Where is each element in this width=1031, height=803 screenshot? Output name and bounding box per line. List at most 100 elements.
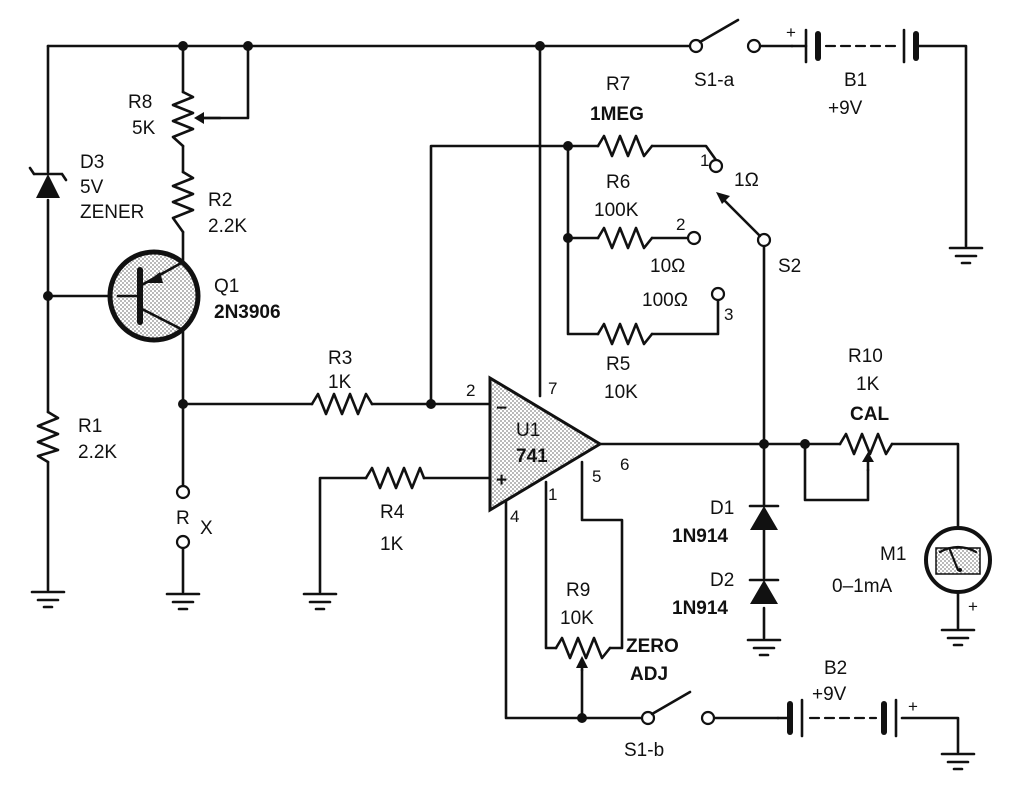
junction-dot	[577, 713, 587, 723]
r1-value-label: 2.2K	[78, 442, 117, 463]
r7-value-label: 1MEG	[590, 104, 644, 125]
u1-ref-label: U1	[516, 420, 540, 441]
r3-value-label: 1K	[328, 372, 352, 393]
d2-diode	[748, 578, 780, 604]
r2-resistor	[171, 170, 195, 234]
junction-dot	[563, 233, 573, 243]
r3-resistor	[310, 392, 374, 416]
s1b-contact-left	[640, 710, 656, 726]
q1-emitter-arrow	[146, 272, 163, 283]
q1-value-label: 2N3906	[214, 302, 281, 323]
m1-ref-label: M1	[880, 544, 906, 565]
zero-label: ZERO	[626, 636, 679, 657]
b1-value-label: +9V	[828, 98, 863, 119]
r5-wire	[650, 299, 720, 336]
d2-triangle	[750, 580, 778, 604]
r8-wiper-wire	[196, 44, 250, 120]
s1a-ref-label: S1-a	[694, 70, 735, 91]
pin4-wire	[504, 494, 644, 720]
b1-battery	[790, 28, 919, 64]
s2-contact-2	[686, 230, 702, 246]
s2-arm	[720, 196, 762, 238]
q1-collector	[138, 306, 185, 332]
u1-value-label: 741	[516, 446, 548, 467]
s2-contact-1	[708, 158, 724, 174]
s2-ref-label: S2	[778, 256, 801, 277]
r8-value-label: 5K	[132, 118, 156, 139]
r4-resistor	[364, 466, 426, 490]
b1-ref-label: B1	[844, 70, 867, 91]
m1-value-label: 0–1mA	[832, 576, 893, 597]
s2-num-1: 1	[700, 151, 709, 170]
s2-switch	[686, 158, 772, 302]
r9-wiper-arrowhead	[576, 656, 588, 668]
u1-pin-5: 5	[592, 467, 601, 486]
s1b-ref-label: S1-b	[624, 740, 664, 761]
s2-arm-arrow	[716, 192, 730, 204]
r2-ref-label: R2	[208, 190, 232, 211]
d3-ref-label: D3	[80, 152, 104, 173]
r6-value-label: 100K	[594, 200, 639, 221]
pin1-wire	[544, 480, 558, 650]
r8-ref-label: R8	[128, 92, 152, 113]
d1-value-label: 1N914	[672, 526, 728, 547]
s1a-contact-right	[746, 38, 762, 54]
grounds	[30, 246, 984, 771]
m1-needle	[948, 548, 960, 572]
adj-label: ADJ	[630, 664, 668, 685]
u1-noninverting-sign: +	[496, 470, 507, 491]
r8-resistor	[171, 90, 195, 148]
r10-wiper-wire	[803, 442, 870, 502]
feedback-left-wire	[429, 144, 570, 406]
cal-label: CAL	[850, 404, 889, 425]
s2-pos1-label: 1Ω	[734, 170, 759, 191]
s1a-contact-left	[688, 38, 704, 54]
r6-resistor	[596, 226, 654, 250]
b2-plus-sign: +	[908, 697, 918, 716]
u1-inverting-sign: −	[496, 398, 507, 419]
d3-bar	[28, 166, 68, 182]
s2-pos3-label: 100Ω	[642, 290, 688, 311]
d1-triangle	[750, 506, 778, 530]
r10-value-label: 1K	[856, 374, 880, 395]
s2-pos2-label: 10Ω	[650, 256, 685, 277]
q1-ref-label: Q1	[214, 276, 239, 297]
junction-dot	[759, 439, 769, 449]
s1a-blade	[698, 18, 740, 44]
r1-resistor	[36, 410, 60, 464]
r10-ref-label: R10	[848, 346, 883, 367]
ground-symbol	[948, 246, 984, 265]
ground-symbol	[302, 592, 338, 611]
pin5-wire	[580, 460, 624, 650]
d1-ref-label: D1	[710, 498, 734, 519]
r9-ref-label: R9	[566, 580, 590, 601]
u1-pin-6: 6	[620, 455, 629, 474]
r10-wiper-arrowhead	[862, 452, 874, 462]
s2-common	[756, 232, 772, 248]
m1-scale	[938, 545, 978, 554]
junction-dot	[178, 41, 188, 51]
r3-ref-label: R3	[328, 348, 352, 369]
b2-battery	[776, 698, 898, 738]
u1-pin-4: 4	[510, 507, 519, 526]
r5-resistor	[596, 322, 654, 346]
r1-ref-label: R1	[78, 416, 102, 437]
ground-symbol	[746, 638, 782, 657]
r9-value-label: 10K	[560, 608, 594, 629]
u1-triangle	[488, 375, 603, 513]
junction-dot	[243, 41, 253, 51]
b1-plus-sign: +	[786, 23, 796, 42]
ground-symbol	[165, 592, 201, 611]
s2-contact-3	[710, 286, 726, 302]
s1a-switch	[688, 18, 762, 54]
resistors	[36, 90, 894, 672]
rx-x-label: X	[200, 518, 213, 539]
u1-pin-7: 7	[548, 379, 557, 398]
s1b-contact-right	[700, 710, 716, 726]
rx-r-label: R	[176, 508, 190, 529]
s2-num-3: 3	[724, 305, 733, 324]
r4-value-label: 1K	[380, 534, 404, 555]
d1-diode	[748, 504, 780, 530]
